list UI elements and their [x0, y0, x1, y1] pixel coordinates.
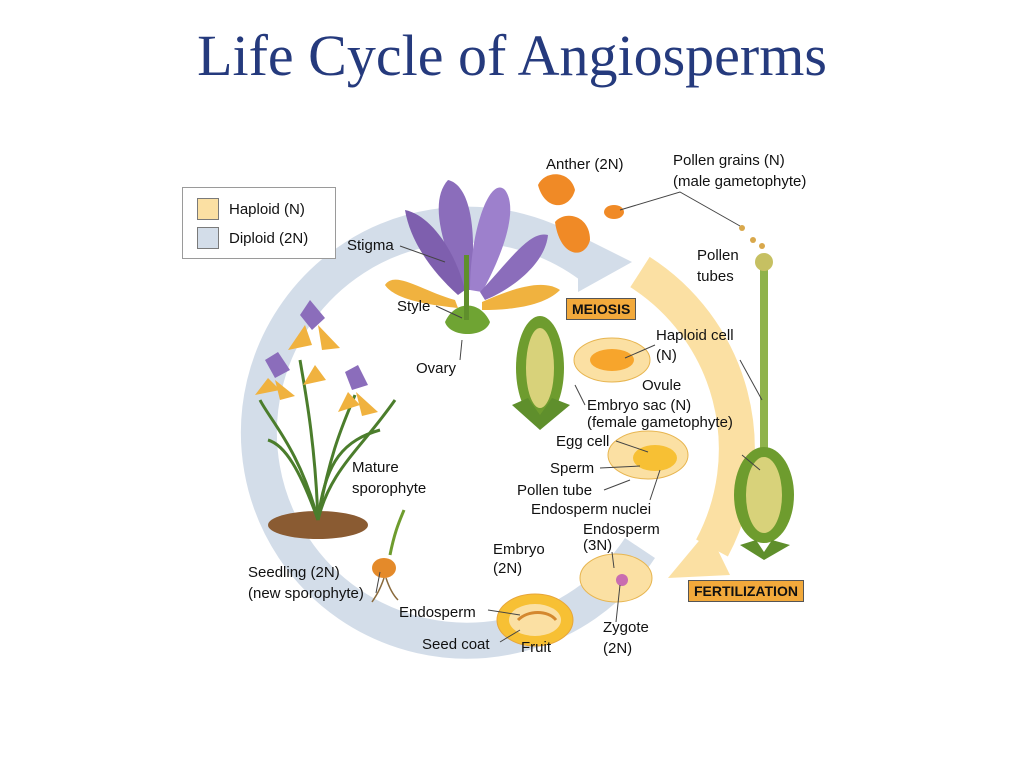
seed-coat-label: Seed coat	[422, 636, 490, 653]
style-label: Style	[397, 298, 431, 315]
female-gametophyte-label: (female gametophyte)	[587, 414, 733, 431]
mature-label-1: Mature	[352, 459, 399, 476]
endosperm-label: Endosperm	[399, 604, 476, 621]
diploid-arrowhead	[578, 235, 632, 292]
zygote-label-2: (2N)	[603, 640, 633, 657]
legend: Haploid (N) Diploid (2N)	[182, 187, 336, 259]
seed-illustration	[496, 593, 574, 647]
anther-label: Anther (2N)	[546, 156, 624, 173]
male-gametophyte-label: (male gametophyte)	[673, 173, 807, 190]
pollen-tube-label: Pollen tube	[517, 482, 593, 499]
pistil-illustration	[734, 253, 794, 560]
meiosis-tag: MEIOSIS	[566, 298, 637, 320]
fruit-label: Fruit	[521, 639, 551, 656]
stigma-label: Stigma	[347, 237, 394, 254]
embryo-sac-label: Embryo sac (N)	[587, 397, 692, 414]
haploid-cell-label-1: Haploid cell	[656, 327, 734, 344]
ovule-label: Ovule	[642, 377, 682, 394]
leader-lines	[375, 191, 763, 643]
egg-cell-label: Egg cell	[556, 433, 610, 450]
diploid-swatch	[197, 227, 219, 249]
pollen-tubes-label-1: Pollen	[697, 247, 739, 264]
haploid-swatch	[197, 198, 219, 220]
legend-row-haploid: Haploid (N)	[197, 198, 305, 220]
haploid-cell-label-2: (N)	[656, 347, 677, 364]
zygote-illustration	[579, 553, 653, 603]
legend-haploid-label: Haploid (N)	[229, 200, 305, 218]
pollen-grains-label: Pollen grains (N)	[673, 152, 785, 169]
endosperm-3n-label-2: (3N)	[583, 537, 613, 554]
endosperm-3n-label-1: Endosperm	[583, 521, 660, 538]
legend-row-diploid: Diploid (2N)	[197, 227, 308, 249]
embryo-label-2: (2N)	[493, 560, 523, 577]
pollen-tubes-label-2: tubes	[697, 268, 734, 285]
seedling-label-1: Seedling (2N)	[248, 564, 340, 581]
zygote-label-1: Zygote	[603, 619, 649, 636]
seedling-illustration	[371, 509, 406, 603]
legend-diploid-label: Diploid (2N)	[229, 229, 309, 247]
iris-flower	[385, 180, 560, 334]
endosperm-nuclei-label: Endosperm nuclei	[531, 501, 652, 518]
fertilization-tag: FERTILIZATION	[688, 580, 804, 602]
seedling-label-2: (new sporophyte)	[248, 585, 364, 602]
embryo-label-1: Embryo	[493, 541, 545, 558]
ovary-label: Ovary	[416, 360, 457, 377]
haploid-cycle-arrow	[630, 256, 755, 557]
page-title: Life Cycle of Angiosperms	[197, 23, 827, 88]
ovary-illustration	[512, 316, 570, 430]
mature-label-2: sporophyte	[352, 480, 427, 497]
anther-illustration	[538, 174, 765, 253]
sperm-label: Sperm	[550, 460, 595, 477]
mature-sporophyte-plant	[255, 300, 397, 539]
haploid-arrowhead	[668, 530, 730, 578]
